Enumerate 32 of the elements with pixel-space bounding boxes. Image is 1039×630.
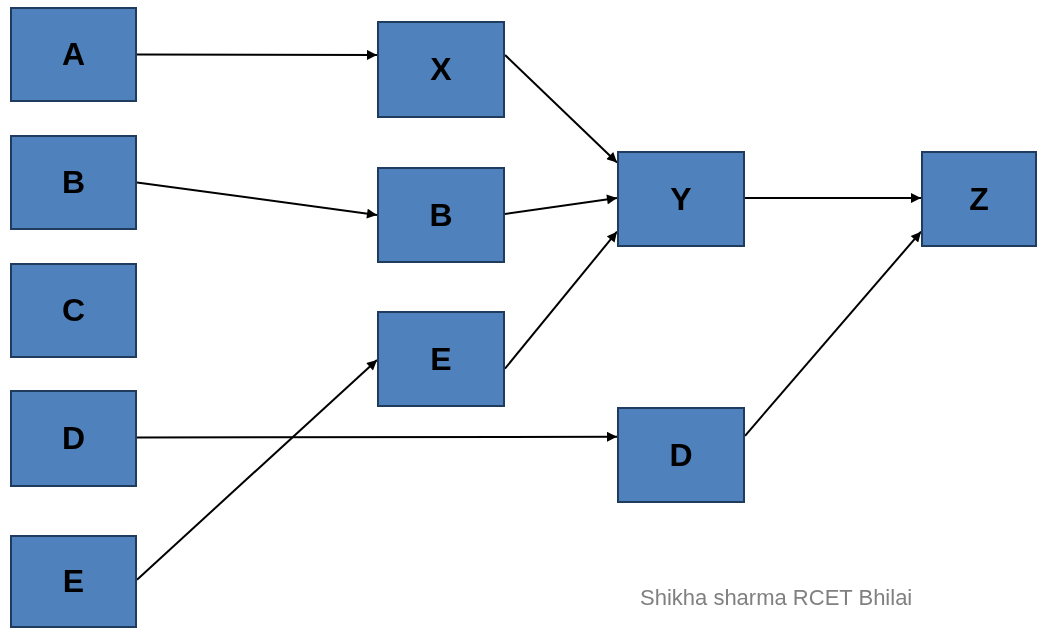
arrow bbox=[136, 358, 378, 581]
node-label: D bbox=[61, 420, 86, 457]
arrow bbox=[136, 181, 378, 219]
process-box bbox=[617, 151, 745, 247]
node-label: A bbox=[61, 36, 86, 73]
node-label: Z bbox=[969, 180, 989, 218]
arrow bbox=[744, 230, 922, 437]
arrow bbox=[744, 193, 922, 204]
process-box bbox=[377, 21, 505, 118]
node-label: B bbox=[429, 196, 453, 234]
process-box bbox=[921, 151, 1037, 247]
process-box bbox=[10, 263, 137, 358]
process-box bbox=[10, 7, 137, 102]
process-box bbox=[617, 407, 745, 503]
node-label: C bbox=[61, 292, 86, 329]
node-label: D bbox=[669, 436, 693, 474]
node-label: Y bbox=[670, 180, 692, 218]
process-box bbox=[10, 135, 137, 230]
author-credit: Shikha sharma RCET Bhilai bbox=[640, 585, 913, 611]
arrow bbox=[136, 49, 378, 60]
process-box bbox=[10, 535, 137, 628]
process-box bbox=[10, 390, 137, 487]
arrow bbox=[504, 194, 618, 216]
arrow bbox=[504, 53, 618, 164]
node-label: B bbox=[61, 164, 86, 201]
process-box bbox=[377, 167, 505, 263]
node-label: X bbox=[430, 51, 452, 88]
node-label: E bbox=[62, 563, 85, 600]
node-label: E bbox=[430, 340, 452, 378]
process-box bbox=[377, 311, 505, 407]
arrow bbox=[136, 431, 618, 442]
arrow bbox=[504, 230, 618, 370]
